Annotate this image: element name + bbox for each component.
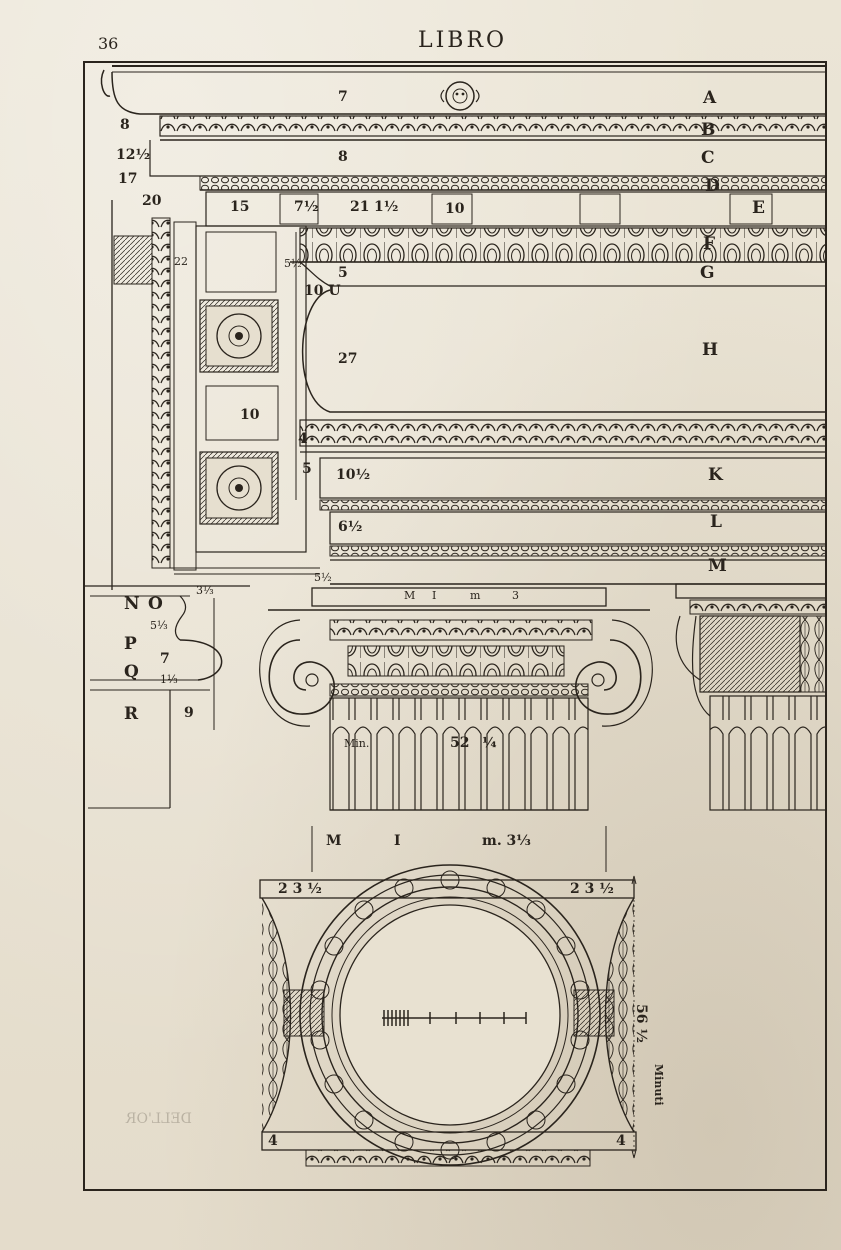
measure-soffit-22: 22 [174, 255, 188, 268]
bleed-through-catchword: DELL'OR [126, 1111, 192, 1127]
page-number: 36 [98, 34, 119, 53]
measure-21: 21 [350, 199, 370, 215]
measure-base-1-third: 1⅓ [160, 673, 178, 686]
capital-row-min: m [470, 589, 481, 602]
measure-arch-4: 4 [298, 431, 308, 447]
ionic-capital-side [675, 583, 827, 811]
plan-right-measure: 2 3 ½ [570, 881, 614, 897]
measure-8-vertical: 8 [338, 149, 348, 165]
label-N: N [124, 594, 140, 614]
measure-fascia-6-half: 6½ [338, 519, 363, 535]
frieze [295, 232, 827, 500]
measure-10: 10 [445, 201, 465, 217]
plan-side-measure: 56 ½ [633, 1004, 649, 1043]
running-head: LIBRO [418, 28, 508, 53]
capital-quarter: ¼ [482, 735, 497, 751]
measure-7-vertical: 7 [338, 89, 348, 105]
measure-soffit-10: 10 [240, 407, 260, 423]
measure-base-side: 5⅓ [150, 619, 168, 632]
label-A: A [703, 88, 717, 108]
plan-left-measure: 2 3 ½ [278, 881, 322, 897]
capital-shaft-min: Min. [344, 737, 370, 750]
plan-header-i: I [394, 833, 401, 849]
measure-17: 17 [118, 171, 138, 187]
measure-base-3-third: 3⅓ [196, 584, 214, 597]
measure-base-7: 7 [160, 651, 170, 667]
measure-arch-10-half: 10½ [336, 467, 371, 483]
capital-52: 52 [450, 735, 470, 751]
label-K: K [708, 465, 723, 485]
plan-bottom-left: 4 [268, 1133, 278, 1149]
scale-label: Minuti [652, 1064, 665, 1106]
plan-bottom-right: 4 [616, 1133, 626, 1149]
architrave [300, 451, 827, 585]
label-E: E [752, 198, 765, 218]
measure-fascia-5-half: 5½ [314, 571, 332, 584]
label-F: F [703, 234, 716, 254]
cornice [100, 65, 827, 263]
measure-frieze-left: 5½ [284, 257, 302, 270]
measure-20: 20 [142, 193, 162, 209]
capital-row-i: I [432, 589, 437, 602]
measure-base-9: 9 [184, 705, 194, 721]
measure-12-half: 12½ [116, 147, 151, 163]
measure-15: 15 [230, 199, 250, 215]
measure-frieze-u: 10 U [304, 283, 341, 299]
capital-row-m: M [404, 589, 416, 602]
plan-header-min: m. 3⅓ [482, 833, 531, 849]
ionic-capital-plan [259, 826, 637, 1167]
measure-8: 8 [120, 117, 130, 133]
soffit-panel [111, 200, 320, 590]
label-O: O [148, 594, 163, 614]
label-M: M [708, 556, 727, 576]
label-H: H [702, 340, 719, 360]
label-P: P [124, 634, 137, 654]
measure-frieze-5: 5 [338, 265, 348, 281]
label-B: B [701, 120, 716, 140]
label-Q: Q [124, 662, 139, 682]
measure-frieze-27: 27 [338, 351, 358, 367]
capital-row-3: 3 [512, 589, 519, 602]
measure-arch-5: 5 [302, 461, 312, 477]
label-C: C [701, 148, 715, 168]
ionic-capital-elevation [259, 587, 653, 811]
label-L: L [710, 512, 722, 532]
plan-header-m: M [326, 833, 342, 849]
label-D: D [705, 176, 720, 196]
measure-1-half: 1½ [374, 199, 399, 215]
measure-7-half: 7½ [294, 199, 319, 215]
label-G: G [700, 263, 715, 283]
base-profile [84, 585, 250, 809]
label-R: R [124, 704, 139, 724]
